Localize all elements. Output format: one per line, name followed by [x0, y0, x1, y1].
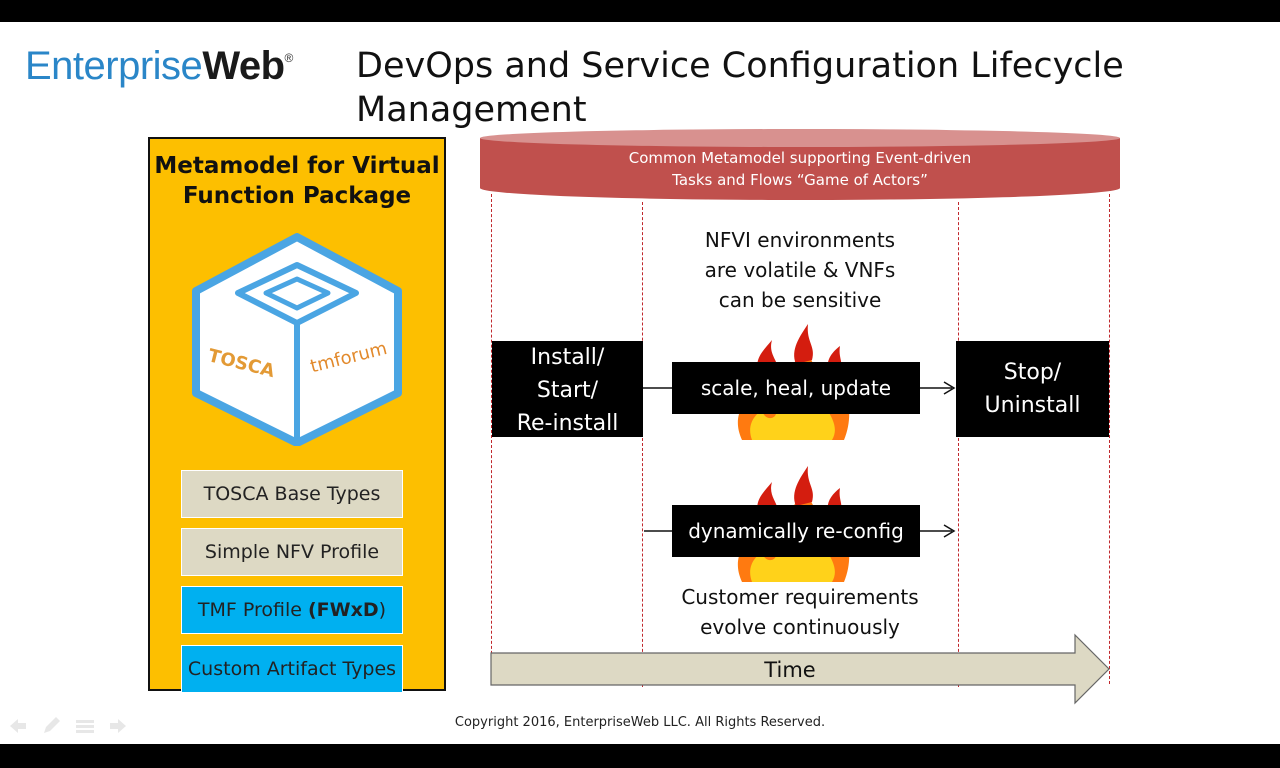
scale-heal-update-box: scale, heal, update	[672, 362, 920, 414]
tmf-profile-bold: (FWxD	[308, 599, 379, 621]
tosca-base-types-box: TOSCA Base Types	[181, 470, 403, 518]
nav-next-icon	[110, 719, 126, 733]
nav-prev-icon	[10, 719, 26, 733]
dashed-line-1	[491, 194, 492, 684]
cylinder-caption-line2: Tasks and Flows “Game of Actors”	[672, 171, 928, 189]
tmf-profile-box: TMF Profile (FWxD)	[181, 586, 403, 634]
cylinder-caption: Common Metamodel supporting Event-driven…	[480, 147, 1120, 191]
panel-title-line1: Metamodel for Virtual	[154, 153, 440, 179]
metamodel-panel: Metamodel for Virtual Function Package T…	[148, 137, 446, 693]
install-start-box: Install/ Start/ Re-install	[492, 341, 643, 437]
stop-line1: Stop/	[1003, 360, 1062, 385]
cylinder-caption-line1: Common Metamodel supporting Event-driven	[628, 149, 972, 167]
dashed-line-4	[1109, 194, 1110, 684]
slideshow-nav-controls[interactable]	[8, 715, 133, 737]
nfvi-line3: can be sensitive	[718, 288, 882, 312]
slide: EnterpriseWeb® DevOps and Service Config…	[0, 22, 1280, 744]
package-cube-icon: TOSCA tmforum	[192, 233, 402, 446]
nav-menu-icon	[76, 720, 94, 733]
dashed-line-2	[642, 202, 643, 687]
nfvi-line2: are volatile & VNFs	[704, 258, 896, 282]
install-line1: Install/	[530, 345, 605, 370]
dynamically-reconfig-box: dynamically re-config	[672, 505, 920, 557]
tmf-profile-label: TMF Profile	[197, 599, 308, 621]
dashed-line-3	[958, 202, 959, 687]
nfvi-text: NFVI environments are volatile & VNFs ca…	[650, 225, 950, 315]
lifecycle-connector-top	[642, 381, 956, 395]
copyright-footer: Copyright 2016, EnterpriseWeb LLC. All R…	[454, 715, 826, 730]
nav-pen-icon	[44, 717, 60, 733]
tmf-profile-end: )	[378, 599, 387, 621]
panel-title: Metamodel for Virtual Function Package	[150, 151, 444, 211]
time-label: Time	[764, 658, 816, 682]
time-arrow	[490, 633, 1110, 705]
install-line3: Re-install	[516, 411, 619, 436]
install-line2: Start/	[536, 378, 599, 403]
customer-requirements-text: Customer requirements evolve continuousl…	[640, 582, 960, 642]
common-metamodel-cylinder	[480, 129, 1120, 200]
nfvi-line1: NFVI environments	[704, 228, 896, 252]
custom-artifact-types-box: Custom Artifact Types	[181, 645, 403, 693]
logo-text-enterprise: Enterprise	[25, 44, 203, 88]
customer-line1: Customer requirements	[681, 585, 919, 609]
slide-title: DevOps and Service Configuration Lifecyc…	[356, 46, 1124, 130]
logo-registered-mark: ®	[284, 51, 294, 65]
enterpriseweb-logo: EnterpriseWeb®	[25, 40, 293, 92]
lifecycle-connector-bottom	[644, 524, 956, 538]
logo-text-web: Web	[202, 44, 285, 88]
stop-uninstall-box: Stop/ Uninstall	[956, 341, 1109, 437]
customer-line2: evolve continuously	[700, 615, 900, 639]
panel-title-line2: Function Package	[182, 183, 412, 209]
stop-line2: Uninstall	[984, 393, 1081, 418]
simple-nfv-profile-box: Simple NFV Profile	[181, 528, 403, 576]
